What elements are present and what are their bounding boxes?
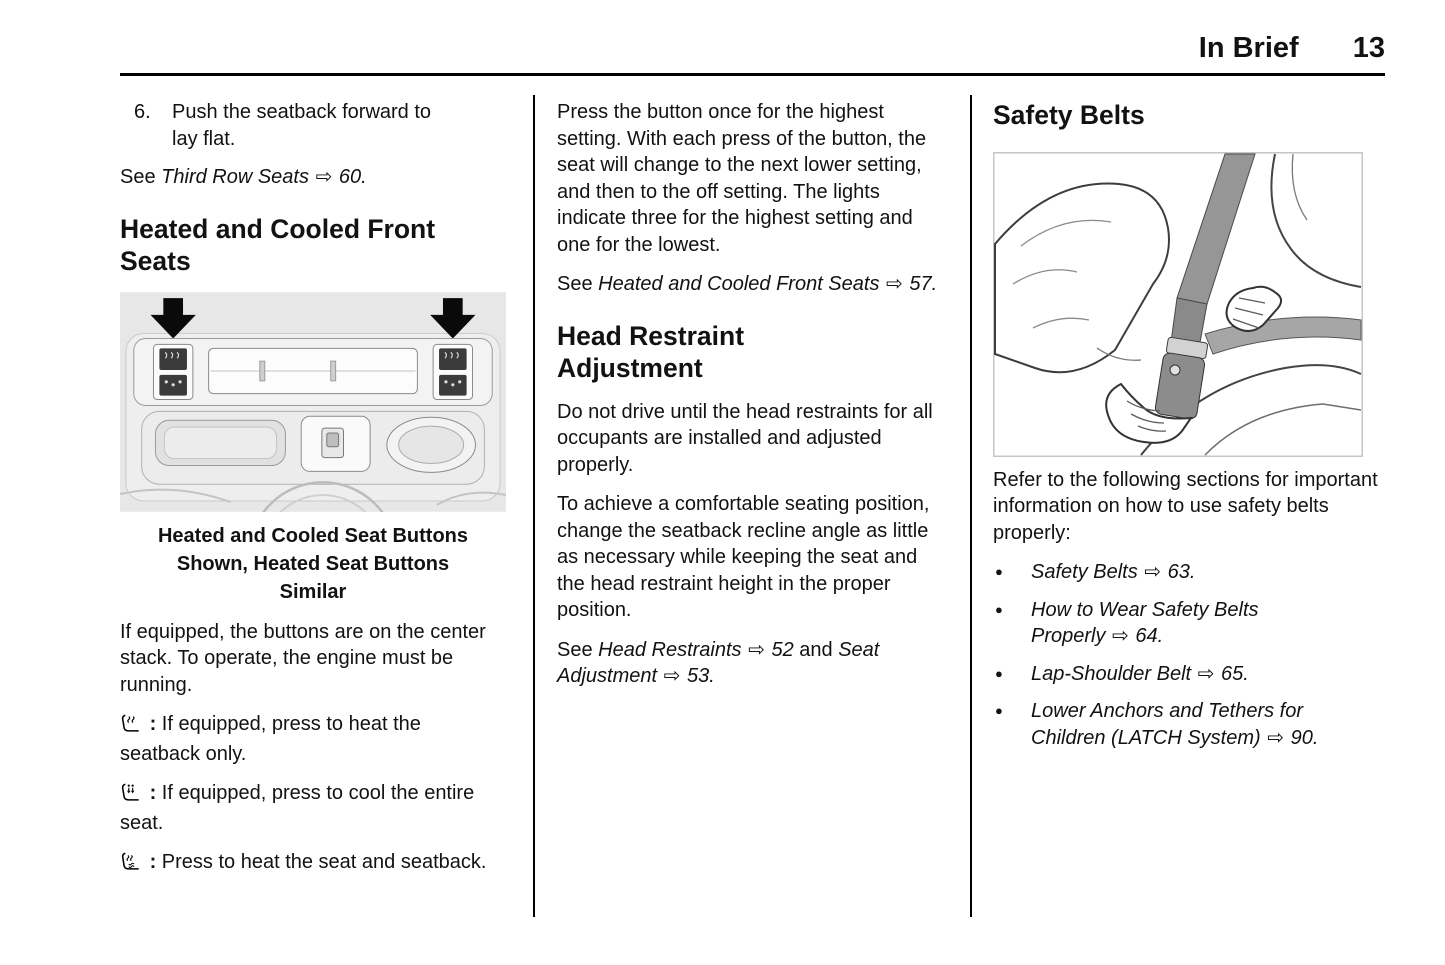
heated-seat-instruction: : Press to heat the seat and seatback.: [120, 849, 506, 879]
list-item-safety-belts: Safety Belts ⇨ 63.: [993, 559, 1385, 586]
ref-page-number: 63.: [1167, 561, 1196, 583]
paragraph-head-restraints-warning: Do not drive until the head restraints f…: [557, 400, 933, 476]
safety-belt-figure: [993, 151, 1385, 457]
column-divider-2: [970, 95, 972, 917]
safety-belt-illustration: [993, 151, 1363, 457]
step-number: 6.: [134, 101, 151, 123]
step-text: Push the seatback forward to lay flat.: [172, 101, 432, 150]
ref-page-number: 65.: [1221, 662, 1249, 685]
page-ref-arrow-icon: ⇨: [886, 273, 903, 295]
paragraph-buttons-location: If equipped, the buttons are on the cent…: [120, 620, 486, 696]
ref-page-number: 52: [771, 638, 794, 661]
paragraph-button-settings: Press the button once for the highest se…: [557, 101, 927, 256]
numbered-step-6: 6. Push the seatback forward to lay flat…: [120, 99, 506, 152]
page-header: In Brief 13: [1199, 32, 1385, 65]
belt-buckle: [1154, 352, 1206, 419]
cross-reference-third-row-seats: See Third Row Seats ⇨ 60.: [120, 166, 367, 188]
down-arrow-icon: [430, 297, 476, 338]
header-rule: [120, 73, 1385, 76]
page-ref-arrow-icon: ⇨: [1267, 726, 1285, 749]
column-left: 6. Push the seatback forward to lay flat…: [120, 99, 506, 892]
section-title: In Brief: [1198, 32, 1299, 64]
list-item-latch-system: Lower Anchors and Tethers for Children (…: [993, 698, 1385, 751]
paragraph-safety-belt-intro: Refer to the following sections for impo…: [993, 468, 1378, 544]
heated-seatback-instruction: : If equipped, press to heat the seatbac…: [120, 713, 421, 765]
page-ref-arrow-icon: ⇨: [1197, 662, 1215, 685]
ref-page-number: 57.: [909, 273, 938, 295]
page-number: 13: [1352, 32, 1385, 64]
page-ref-arrow-icon: ⇨: [663, 665, 681, 687]
column-divider-1: [533, 95, 535, 917]
page-ref-arrow-icon: ⇨: [1144, 561, 1162, 583]
page-ref-arrow-icon: ⇨: [1112, 625, 1129, 647]
page-ref-arrow-icon: ⇨: [315, 166, 333, 188]
heated-cooled-buttons-figure: [120, 291, 506, 512]
ref-link-seat-adjustment: Seat Adjustment: [557, 638, 880, 688]
cross-reference-head-restraints: See Head Restraints ⇨ 52 and Seat Adjust…: [557, 638, 880, 688]
heading-heated-cooled-front-seats: Heated and Cooled Front Seats: [120, 213, 436, 277]
ref-page-number: 90.: [1290, 726, 1319, 749]
ref-page-number: 60.: [338, 166, 367, 188]
figure-caption: Heated and Cooled Seat Buttons Shown, He…: [157, 524, 469, 603]
heading-safety-belts: Safety Belts: [993, 100, 1145, 130]
column-middle: Press the button once for the highest se…: [557, 99, 943, 703]
ref-page-number: 64.: [1135, 625, 1164, 647]
cooled-seat-icon: [120, 783, 141, 810]
ref-link-heated-cooled-front-seats: Heated and Cooled Front Seats: [598, 273, 880, 295]
safety-belt-reference-list: Safety Belts ⇨ 63. How to Wear Safety Be…: [993, 559, 1385, 751]
heated-seat-icon: [120, 852, 141, 879]
heading-head-restraint-adjustment: Head Restraint Adjustment: [557, 320, 745, 384]
cooled-seat-instruction: : If equipped, press to cool the entire …: [120, 782, 475, 834]
column-right: Safety Belts: [993, 99, 1385, 762]
page-ref-arrow-icon: ⇨: [748, 638, 765, 661]
ref-page-number: 53.: [686, 665, 715, 687]
list-item-how-to-wear: How to Wear Safety Belts Properly ⇨ 64.: [993, 597, 1385, 650]
center-stack-illustration: [120, 291, 506, 512]
paragraph-seating-position: To achieve a comfortable seating positio…: [557, 493, 930, 621]
cross-reference-heated-cooled: See Heated and Cooled Front Seats ⇨ 57.: [557, 273, 938, 295]
ref-link-head-restraints: Head Restraints: [598, 638, 742, 661]
ref-link-third-row-seats: Third Row Seats: [161, 166, 309, 188]
heated-seatback-icon: [120, 714, 141, 741]
down-arrow-icon: [150, 297, 196, 338]
list-item-lap-shoulder-belt: Lap-Shoulder Belt ⇨ 65.: [993, 661, 1385, 688]
